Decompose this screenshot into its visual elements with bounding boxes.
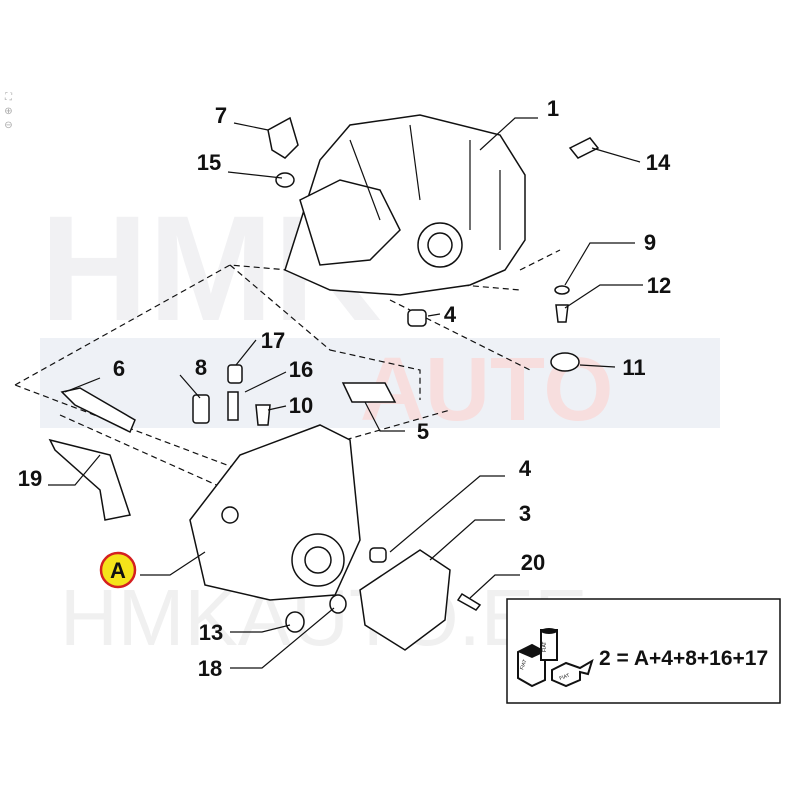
- callout-4-lower: 4: [519, 456, 532, 481]
- part-17[interactable]: [227, 364, 243, 384]
- part-18-seal[interactable]: [329, 594, 347, 614]
- callout-20: 20: [521, 550, 545, 575]
- callout-7: 7: [215, 103, 227, 128]
- part-12-plug[interactable]: [555, 304, 569, 323]
- part-19-fork[interactable]: [48, 438, 131, 521]
- part-4-bushing-lower[interactable]: [369, 547, 387, 563]
- callout-4-upper: 4: [444, 302, 457, 327]
- callout-6: 6: [113, 356, 125, 381]
- part-14-bolt[interactable]: [568, 137, 600, 159]
- part-15-seal[interactable]: [275, 172, 295, 188]
- kit-equation: 2 = A+4+8+16+17: [599, 647, 768, 670]
- callout-5: 5: [417, 419, 429, 444]
- part-16[interactable]: [227, 391, 239, 421]
- part-20-bolt[interactable]: [456, 592, 482, 611]
- part-10-sensor[interactable]: [255, 404, 271, 426]
- callout-A: A: [110, 558, 126, 583]
- callout-11: 11: [622, 355, 645, 380]
- callout-A-highlight: [99, 551, 137, 589]
- callout-19: 19: [18, 466, 42, 491]
- part-13-seal[interactable]: [285, 611, 305, 633]
- viewer-toolbar: ⛶ ⊕ ⊖: [3, 92, 17, 131]
- part-5-magnet[interactable]: [341, 382, 397, 403]
- part-7[interactable]: [267, 116, 299, 159]
- part-4-bushing[interactable]: [407, 309, 427, 327]
- kit-boxes-icon: FIAT FIAT FIAT: [517, 628, 594, 688]
- callout-10: 10: [289, 393, 313, 418]
- callout-8: 8: [195, 355, 207, 380]
- kit-composition-box: FIAT FIAT FIAT 2 = A+4+8+16+17: [506, 598, 781, 704]
- part-9-washer[interactable]: [554, 285, 570, 295]
- callout-1: 1: [547, 96, 559, 121]
- callout-17: 17: [261, 328, 285, 353]
- part-6-rod[interactable]: [60, 387, 136, 434]
- part-3-cover[interactable]: [359, 549, 451, 651]
- kit-box-label-1: FIAT: [519, 659, 528, 671]
- callout-14: 14: [646, 150, 671, 175]
- callout-13: 13: [199, 620, 223, 645]
- callout-18: 18: [198, 656, 222, 681]
- callout-15: 15: [197, 150, 221, 175]
- part-1-gearbox-housing[interactable]: [284, 114, 526, 296]
- part-8[interactable]: [192, 394, 210, 424]
- callout-9: 9: [644, 230, 656, 255]
- zoom-out-icon[interactable]: ⊖: [4, 120, 13, 131]
- callout-16: 16: [289, 357, 313, 382]
- callout-3: 3: [519, 501, 531, 526]
- callout-12: 12: [647, 273, 671, 298]
- fit-screen-icon[interactable]: ⛶: [5, 92, 12, 103]
- kit-box-label-2: FIAT: [542, 642, 548, 652]
- zoom-in-icon[interactable]: ⊕: [4, 106, 13, 117]
- part-A-clutch-housing[interactable]: [189, 424, 361, 601]
- kit-box-label-3: FIAT: [559, 673, 571, 682]
- part-11-cap[interactable]: [550, 352, 580, 372]
